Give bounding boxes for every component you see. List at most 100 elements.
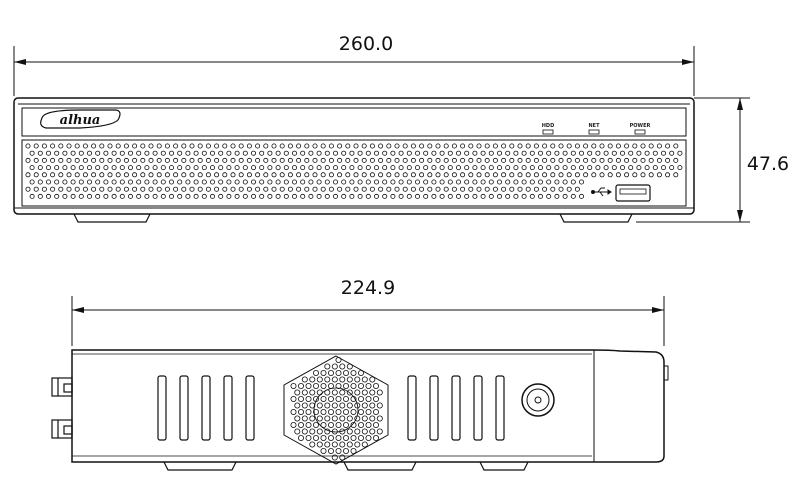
- vent-hole: [361, 143, 367, 149]
- fan-hole: [350, 382, 357, 389]
- vent-hole: [296, 172, 302, 178]
- vent-hole: [259, 179, 265, 185]
- vent-hole: [246, 157, 252, 163]
- vent-hole: [361, 172, 367, 178]
- vent-slot: [473, 375, 483, 441]
- vent-hole: [632, 172, 638, 178]
- vent-hole: [615, 157, 621, 163]
- vent-hole: [41, 143, 47, 149]
- indicator-net: NET: [588, 123, 600, 135]
- vent-hole: [287, 172, 293, 178]
- vent-hole: [99, 157, 105, 163]
- vent-hole: [37, 179, 43, 185]
- fan-hole: [305, 395, 312, 402]
- vent-hole: [484, 157, 490, 163]
- vent-hole: [468, 172, 474, 178]
- vent-hole: [595, 150, 601, 156]
- vent-hole: [164, 186, 170, 192]
- fan-hole: [331, 363, 338, 370]
- fan-hole: [327, 421, 334, 428]
- vent-hole: [484, 186, 490, 192]
- vent-hole: [496, 150, 502, 156]
- vent-hole: [492, 172, 498, 178]
- vent-hole: [58, 172, 64, 178]
- vent-hole: [111, 165, 117, 171]
- vent-hole: [583, 157, 589, 163]
- vent-hole: [177, 150, 183, 156]
- vent-hole: [70, 193, 76, 199]
- fan-hole: [324, 402, 331, 409]
- fan-hole: [361, 428, 368, 435]
- fan-hole: [335, 395, 342, 402]
- fan-hole: [327, 369, 334, 376]
- vent-hole: [419, 172, 425, 178]
- front-width-dimension: [13, 46, 695, 96]
- front-view: [13, 97, 695, 223]
- fan-hole: [339, 441, 346, 448]
- vent-hole: [406, 150, 412, 156]
- vent-hole: [373, 165, 379, 171]
- vent-hole: [82, 186, 88, 192]
- fan-hole: [350, 369, 357, 376]
- vent-slot: [451, 375, 461, 441]
- vent-hole: [665, 143, 671, 149]
- fan-hole: [350, 434, 357, 441]
- vent-hole: [304, 143, 310, 149]
- vent-hole: [144, 179, 150, 185]
- vent-hole: [525, 186, 531, 192]
- vent-hole: [414, 193, 420, 199]
- vent-hole: [103, 150, 109, 156]
- vent-hole: [218, 165, 224, 171]
- vent-hole: [74, 172, 80, 178]
- vent-hole: [439, 179, 445, 185]
- vent-hole: [521, 193, 527, 199]
- vent-hole: [300, 165, 306, 171]
- vent-hole: [341, 179, 347, 185]
- vent-hole: [136, 193, 142, 199]
- vent-hole: [222, 157, 228, 163]
- vent-hole: [427, 172, 433, 178]
- fan-hole: [301, 376, 308, 383]
- fan-hole: [297, 421, 304, 428]
- vent-hole: [148, 172, 154, 178]
- vent-hole: [447, 165, 453, 171]
- vent-hole: [345, 157, 351, 163]
- vent-hole: [492, 157, 498, 163]
- vent-hole: [197, 172, 203, 178]
- fan-hole: [294, 428, 301, 435]
- vent-hole: [554, 193, 560, 199]
- vent-hole: [308, 165, 314, 171]
- fan-hole: [331, 454, 338, 461]
- vent-hole: [62, 150, 68, 156]
- vent-hole: [460, 186, 466, 192]
- vent-hole: [574, 186, 580, 192]
- vent-hole: [222, 172, 228, 178]
- vent-hole: [144, 165, 150, 171]
- vent-hole: [283, 179, 289, 185]
- vent-hole: [476, 186, 482, 192]
- front-tab: [663, 365, 669, 381]
- vent-hole: [451, 186, 457, 192]
- vent-hole: [574, 157, 580, 163]
- fan-hole: [342, 408, 349, 415]
- side-vent-slots-right: [407, 375, 505, 441]
- vent-hole: [160, 165, 166, 171]
- vent-hole: [505, 150, 511, 156]
- fan-hole: [350, 408, 357, 415]
- vent-hole: [33, 172, 39, 178]
- fan-hole: [324, 415, 331, 422]
- vent-hole: [29, 165, 35, 171]
- vent-hole: [386, 143, 392, 149]
- vent-hole: [542, 143, 548, 149]
- vent-hole: [447, 150, 453, 156]
- indicator-net-label: NET: [588, 123, 600, 129]
- vent-hole: [267, 150, 273, 156]
- fan-hole: [361, 441, 368, 448]
- vent-hole: [308, 150, 314, 156]
- vent-hole: [382, 193, 388, 199]
- vent-hole: [91, 157, 97, 163]
- vent-hole: [525, 143, 531, 149]
- fan-hole: [342, 382, 349, 389]
- fan-hole: [316, 415, 323, 422]
- fan-hole: [372, 434, 379, 441]
